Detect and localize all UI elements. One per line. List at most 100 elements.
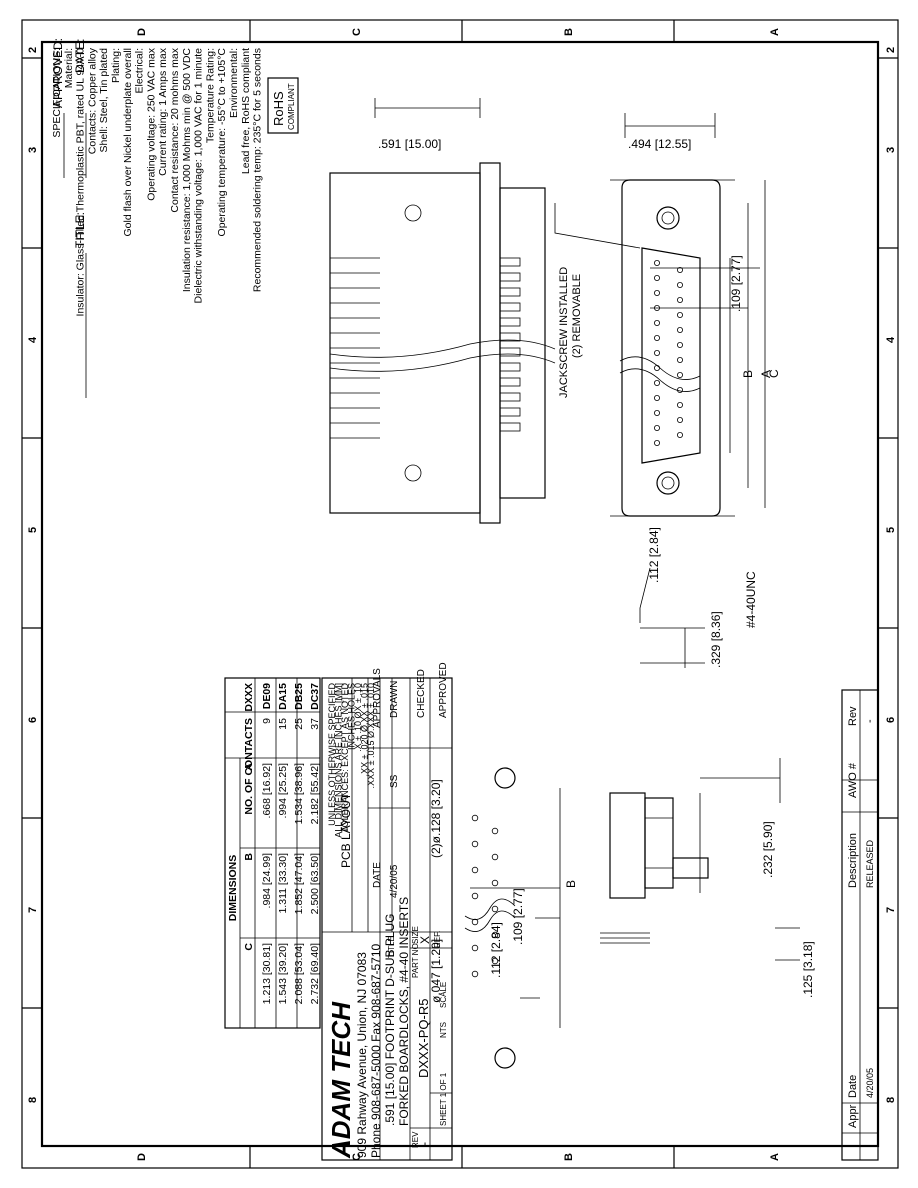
contact-pin [654, 439, 661, 446]
table-cell: .984 [24.99] [261, 853, 273, 909]
table-cell: 1.852 [47.04] [293, 853, 305, 914]
contact-pin [677, 431, 684, 438]
grid-row-label: B [563, 28, 575, 36]
contact-slot [499, 392, 521, 402]
pcb-hole [491, 957, 499, 965]
contact-pin [677, 386, 684, 393]
contact-slot [499, 272, 521, 282]
rohs-compliant-text: COMPLIANT [287, 83, 296, 130]
ref-label: REF. [433, 931, 442, 948]
table-cell: DB25 [293, 683, 305, 710]
description-value: RELEASED [865, 839, 875, 888]
spec-line: Shell: Steel, Tin plated [98, 48, 110, 153]
pcb-hole [491, 879, 499, 887]
rev-label: REV [411, 1131, 420, 1148]
tolerance-line: .XX ± .020 Ø.XX ± .015 [360, 683, 370, 776]
description-header: Description [847, 833, 859, 888]
jackscrew-icon [656, 206, 680, 230]
thread-note: #4-40UNC [744, 571, 758, 628]
grid-col-label: 7 [27, 907, 39, 913]
grid-col-label: 3 [27, 147, 39, 153]
pcb-hole [491, 827, 499, 835]
table-cell: 2.732 [69.40] [309, 943, 321, 1004]
date-header: Date [847, 1075, 859, 1098]
side-view [600, 758, 800, 961]
grid-col-label: 8 [885, 1097, 897, 1103]
approved-label: APPROVED: [51, 38, 65, 108]
pcb-hole-128: (2)ø.128 [3.20] [429, 779, 443, 858]
table-cell: DE09 [261, 683, 273, 709]
title-block-label: TITLE [387, 936, 396, 958]
spec-line: Contacts: Copper alloy [86, 47, 98, 154]
grid-row-label: C [351, 1153, 363, 1161]
spec-line: Operating voltage: 250 VAC max [145, 47, 157, 200]
spec-line: Temperature Rating: [204, 48, 216, 143]
title-block [321, 677, 453, 1161]
table-cell: .668 [16.92] [261, 763, 273, 819]
contact-pin [654, 424, 661, 431]
size-label: SIZE [411, 926, 420, 944]
grid-col-label: 2 [27, 47, 39, 53]
spec-line: Current rating: 1 Amps max [157, 47, 169, 176]
table-cell: 1.213 [30.81] [261, 943, 273, 1004]
table-cell: 25 [293, 718, 305, 730]
table-cell: 9 [261, 718, 273, 724]
contact-slot [499, 347, 521, 357]
pcb-hole [491, 853, 499, 861]
grid-col-label: 4 [885, 336, 897, 343]
spec-line: Recommended soldering temp: 235°C for 5 … [252, 48, 264, 292]
pcb-hole [491, 931, 499, 939]
grid-row-label: B [563, 1153, 575, 1161]
pcb-dim-b: B [564, 880, 578, 888]
rev-value: - [864, 719, 876, 723]
title-label: TITLE: [73, 212, 87, 248]
spec-line: Operating temperature: -55°C to +105°C [216, 48, 228, 237]
spec-line: Electrical: [134, 48, 146, 94]
specifications: SPECIFICATIONS:Material:Insulator: Glass… [51, 47, 264, 316]
spec-line: Plating: [110, 48, 122, 83]
spec-line: Lead free, RoHS compliant [240, 48, 252, 174]
dim-232: .232 [5.90] [761, 821, 775, 878]
pcb-dim-109: .109 [2.77] [511, 888, 525, 945]
grid-row-label: A [769, 1153, 781, 1161]
table-cell: DC37 [309, 683, 321, 710]
contact-slot [499, 317, 521, 327]
table-group-header: DIMENSIONS [227, 855, 239, 922]
company-name: ADAM TECH [326, 1001, 356, 1159]
size-value: X [418, 936, 432, 944]
grid-col-label: 6 [885, 717, 897, 723]
table-header: C [243, 943, 255, 951]
drawn-date: 4/20/05 [389, 864, 400, 898]
grid-row-label: A [769, 28, 781, 36]
grid-col-label: 5 [885, 527, 897, 533]
contact-pin [677, 311, 684, 318]
grid-col-label: 4 [27, 336, 39, 343]
tolerance-line: TOLERANCES: EXCEPT AS NOTED [340, 683, 350, 833]
grid-col-label: 6 [27, 717, 39, 723]
table-cell: 1.534 [38.96] [293, 763, 305, 824]
tolerance-line: INCHES HOLES [347, 683, 357, 750]
outer-frame [21, 19, 899, 1169]
grid-col-label: 2 [885, 47, 897, 53]
table-cell: 2.088 [53.04] [293, 943, 305, 1004]
contact-pin [677, 371, 684, 378]
rev-value-title: - [417, 1142, 431, 1146]
pcb-hole [471, 840, 479, 848]
grid-col-label: 5 [27, 527, 39, 533]
dim-109: .109 [2.77] [729, 255, 743, 312]
spec-line: Contact resistance: 20 mohms max [169, 47, 181, 212]
table-header: DXXX [243, 683, 255, 712]
pcb-hole [491, 905, 499, 913]
pcb-layout-title: PCB LAYOUT [339, 792, 353, 868]
pcb-hole [471, 892, 479, 900]
pcb-hole-047: ø.047 [1.20] [429, 939, 443, 1003]
contact-pin [654, 379, 661, 386]
part-label: PART NO. [411, 941, 420, 978]
contact-slot [499, 332, 521, 342]
contact-pin [654, 274, 661, 281]
spec-line: Dielectric withstanding voltage: 1,000 V… [193, 48, 205, 304]
contact-pin [677, 341, 684, 348]
dim-329: .329 [8.36] [709, 611, 723, 668]
